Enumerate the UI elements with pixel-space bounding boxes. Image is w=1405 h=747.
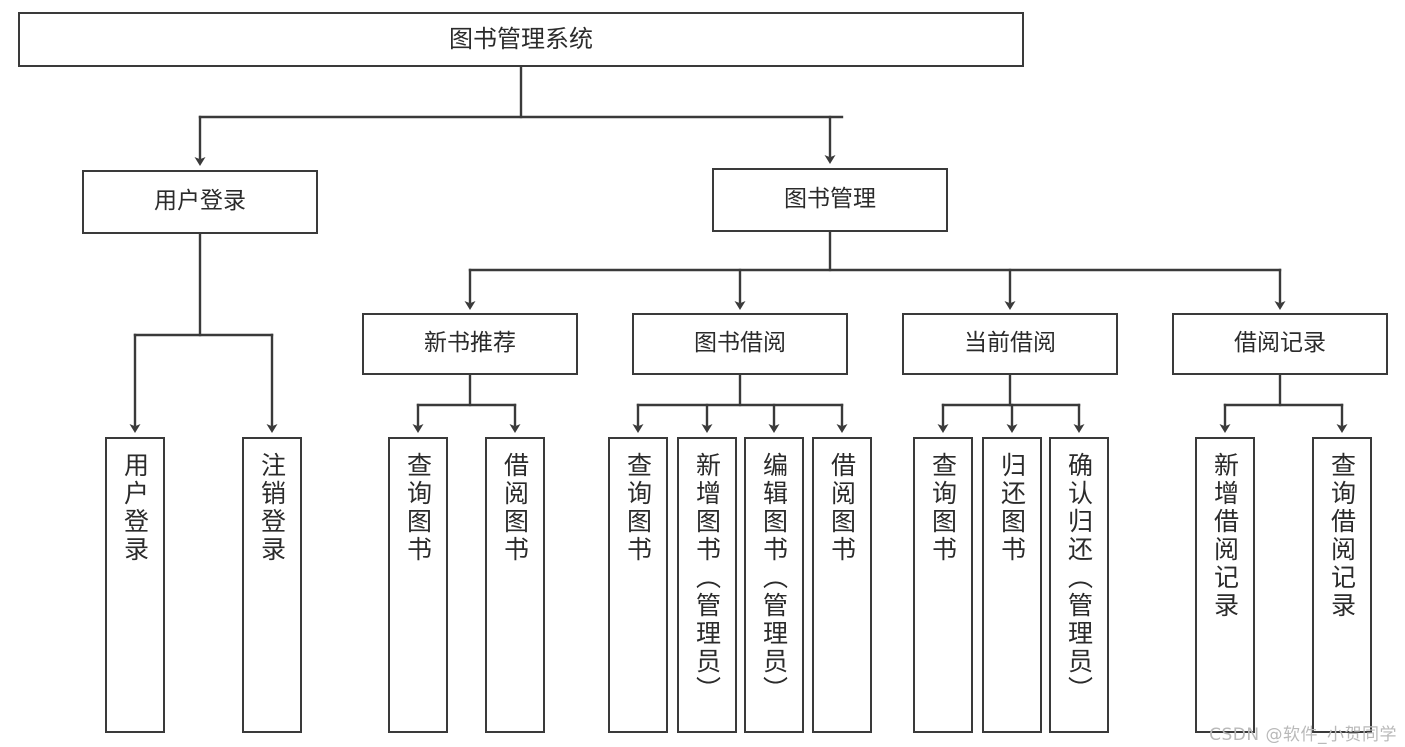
node-user-login-label: 用户登录 (154, 188, 246, 215)
node-leaf-return-book-label: 归还图书 (997, 452, 1027, 564)
node-leaf-logout[interactable]: 注销登录 (242, 437, 302, 733)
node-book-borrow-label: 图书借阅 (694, 330, 786, 357)
node-leaf-query-record-label: 查询借阅记录 (1327, 452, 1357, 620)
node-leaf-edit-book-label: 编辑图书（管理员） (759, 452, 789, 704)
node-borrow-record-label: 借阅记录 (1234, 330, 1326, 357)
node-leaf-query-book-3[interactable]: 查询图书 (913, 437, 973, 733)
node-leaf-borrow-book-1[interactable]: 借阅图书 (485, 437, 545, 733)
node-leaf-user-login[interactable]: 用户登录 (105, 437, 165, 733)
node-current-borrow-label: 当前借阅 (964, 330, 1056, 357)
node-leaf-logout-label: 注销登录 (257, 452, 287, 564)
node-root-label: 图书管理系统 (449, 25, 593, 54)
node-leaf-add-record[interactable]: 新增借阅记录 (1195, 437, 1255, 733)
node-leaf-query-book-3-label: 查询图书 (928, 452, 958, 564)
node-leaf-add-book[interactable]: 新增图书（管理员） (677, 437, 737, 733)
node-current-borrow[interactable]: 当前借阅 (902, 313, 1118, 375)
node-leaf-confirm-return-label: 确认归还（管理员） (1064, 452, 1094, 704)
node-new-book-rec-label: 新书推荐 (424, 330, 516, 357)
node-leaf-return-book[interactable]: 归还图书 (982, 437, 1042, 733)
node-leaf-borrow-book-2[interactable]: 借阅图书 (812, 437, 872, 733)
node-book-borrow[interactable]: 图书借阅 (632, 313, 848, 375)
node-leaf-query-book-2-label: 查询图书 (623, 452, 653, 564)
watermark-text: CSDN @软件_小贺同学 (1209, 725, 1397, 745)
node-leaf-query-book-1[interactable]: 查询图书 (388, 437, 448, 733)
node-root[interactable]: 图书管理系统 (18, 12, 1024, 67)
node-user-login[interactable]: 用户登录 (82, 170, 318, 234)
node-leaf-add-record-label: 新增借阅记录 (1210, 452, 1240, 620)
node-borrow-record[interactable]: 借阅记录 (1172, 313, 1388, 375)
node-leaf-borrow-book-1-label: 借阅图书 (500, 452, 530, 564)
node-leaf-edit-book[interactable]: 编辑图书（管理员） (744, 437, 804, 733)
node-leaf-confirm-return[interactable]: 确认归还（管理员） (1049, 437, 1109, 733)
node-leaf-user-login-label: 用户登录 (120, 452, 150, 564)
node-book-manage-label: 图书管理 (784, 186, 876, 213)
node-leaf-query-record[interactable]: 查询借阅记录 (1312, 437, 1372, 733)
node-leaf-add-book-label: 新增图书（管理员） (692, 452, 722, 704)
node-leaf-borrow-book-2-label: 借阅图书 (827, 452, 857, 564)
node-new-book-rec[interactable]: 新书推荐 (362, 313, 578, 375)
node-book-manage[interactable]: 图书管理 (712, 168, 948, 232)
node-leaf-query-book-2[interactable]: 查询图书 (608, 437, 668, 733)
node-leaf-query-book-1-label: 查询图书 (403, 452, 433, 564)
